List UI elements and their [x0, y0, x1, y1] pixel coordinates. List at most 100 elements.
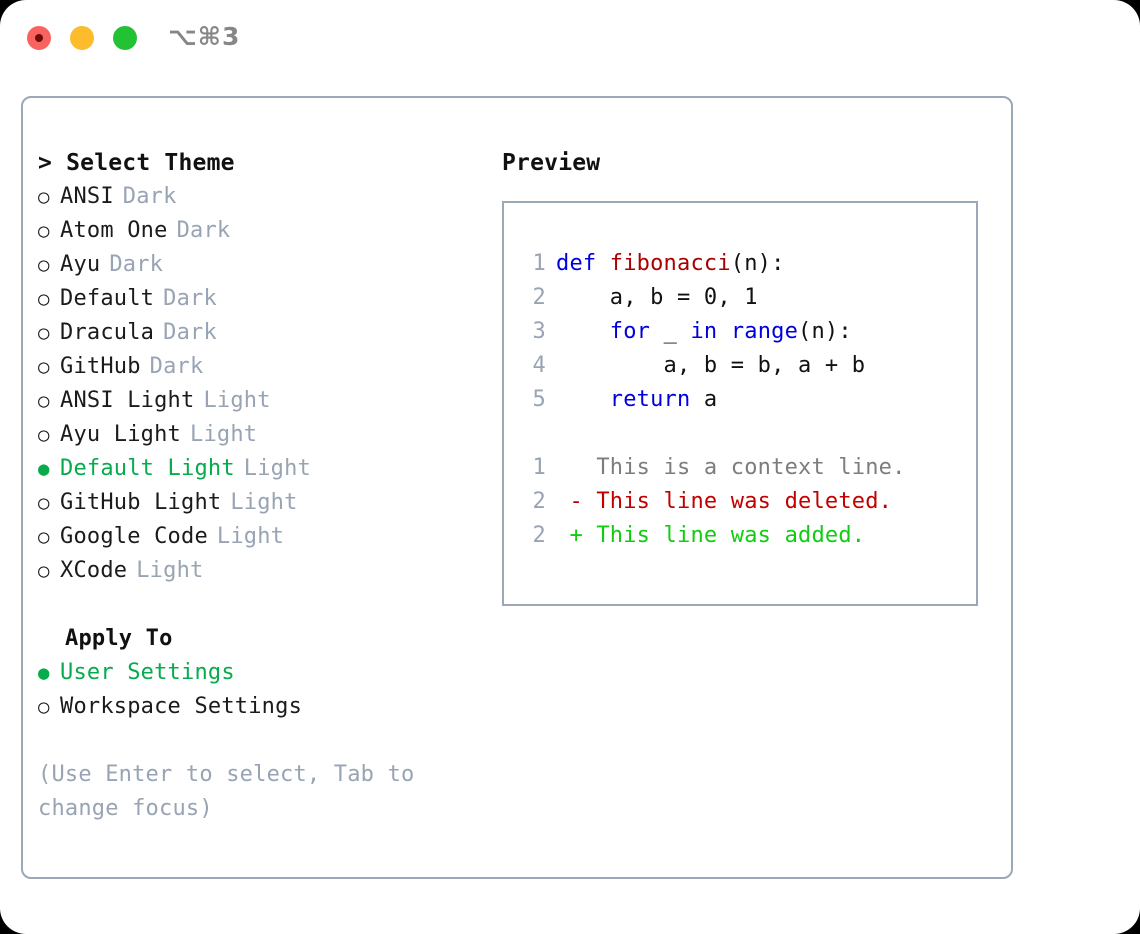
theme-variant-tag: Dark: [109, 252, 164, 277]
diff-line-number: 1: [532, 455, 546, 480]
select-theme-heading: > Select Theme: [38, 150, 235, 176]
code-line: 5 return a: [520, 383, 865, 417]
minimize-button-icon[interactable]: [70, 26, 94, 50]
code-line: 4 a, b = b, a + b: [520, 349, 866, 383]
section-spacer: [38, 588, 478, 622]
code-line-number: 3: [532, 319, 546, 344]
code-line-text: def fibonacci(n):: [556, 247, 785, 281]
theme-variant-tag: Light: [230, 490, 298, 515]
theme-option-xcode[interactable]: ○ XCode Light: [38, 554, 478, 588]
radio-unselected-icon: ○: [38, 424, 50, 446]
theme-variant-tag: Light: [136, 558, 204, 583]
diff-line-number: 2: [532, 523, 546, 548]
theme-option-label: Default Light: [60, 456, 235, 481]
theme-option-label: Ayu: [60, 252, 101, 277]
code-line-text: a, b = 0, 1: [556, 281, 758, 315]
theme-option-default[interactable]: ○ Default Dark: [38, 282, 478, 316]
code-line-number: 2: [532, 285, 546, 310]
code-token-punctuation: (n):: [730, 251, 785, 276]
apply-to-option-label: User Settings: [60, 660, 235, 685]
code-token-plain: [556, 387, 610, 412]
theme-variant-tag: Dark: [176, 218, 231, 243]
theme-option-label: Ayu Light: [60, 422, 182, 447]
diff-line-number: 2: [532, 489, 546, 514]
theme-option-label: Atom One: [60, 218, 168, 243]
code-line: 1 def fibonacci(n):: [520, 247, 865, 281]
code-token-punctuation: (n):: [798, 319, 852, 344]
theme-variant-tag: Light: [216, 524, 285, 549]
theme-option-github-light[interactable]: ○ GitHub Light Light: [38, 486, 478, 520]
theme-option-ansi-light[interactable]: ○ ANSI Light Light: [38, 384, 478, 418]
code-token-plain: a: [690, 387, 718, 412]
diff-line-text: This is a context line.: [556, 455, 906, 480]
radio-unselected-icon: ○: [38, 560, 50, 582]
theme-option-github[interactable]: ○ GitHub Dark: [38, 350, 478, 384]
theme-option-google-code[interactable]: ○ Google Code Light: [38, 520, 478, 554]
code-line-number: 5: [532, 387, 546, 412]
diff-sample: 1 This is a context line. 2 - This line w…: [520, 451, 906, 553]
radio-selected-icon: ●: [38, 662, 50, 684]
code-line-text: for _ in range(n):: [556, 315, 852, 349]
apply-to-option-workspace-settings[interactable]: ○Workspace Settings: [38, 690, 478, 724]
code-line-number: 1: [532, 251, 546, 276]
code-line: 3 for _ in range(n):: [520, 315, 865, 349]
diff-line-text: + This line was added.: [556, 523, 866, 548]
theme-option-label: GitHub Light: [60, 490, 222, 515]
radio-unselected-icon: ○: [38, 492, 50, 514]
theme-option-label: XCode: [60, 558, 128, 583]
theme-variant-tag: Dark: [149, 354, 204, 379]
radio-unselected-icon: ○: [38, 186, 50, 208]
theme-option-ansi[interactable]: ○ ANSI Dark: [38, 180, 478, 214]
code-token-plain: [717, 319, 730, 344]
theme-option-label: ANSI: [60, 184, 114, 209]
theme-variant-tag: Dark: [163, 286, 217, 311]
close-button-icon[interactable]: [27, 26, 51, 50]
apply-to-option-list: ● User Settings ○Workspace Settings: [38, 656, 478, 724]
theme-variant-tag: Light: [190, 422, 258, 447]
radio-unselected-icon: ○: [38, 356, 50, 378]
theme-variant-tag: Light: [203, 388, 271, 413]
theme-option-label: Default: [60, 286, 155, 311]
theme-variant-tag: Light: [243, 456, 312, 481]
code-line: 2 a, b = 0, 1: [520, 281, 865, 315]
radio-unselected-icon: ○: [38, 288, 50, 310]
theme-option-ayu-light[interactable]: ○ Ayu Light Light: [38, 418, 478, 452]
code-token-plain: a, b = 0, 1: [556, 285, 758, 310]
theme-option-ayu[interactable]: ○ Ayu Dark: [38, 248, 478, 282]
code-token-plain: _: [650, 319, 691, 344]
radio-unselected-icon: ○: [38, 526, 50, 548]
radio-unselected-icon: ○: [38, 390, 50, 412]
apply-to-option-label: Workspace Settings: [60, 694, 303, 719]
code-token-keyword: in: [690, 319, 718, 344]
theme-option-label: GitHub: [60, 354, 141, 379]
theme-option-label: ANSI Light: [60, 388, 195, 413]
maximize-button-icon[interactable]: [113, 26, 137, 50]
traffic-light-controls: [27, 26, 137, 50]
theme-option-default-light[interactable]: ● Default Light Light: [38, 452, 478, 486]
code-token-keyword: def: [556, 251, 610, 276]
radio-unselected-icon: ○: [38, 322, 50, 344]
diff-line: 2 - This line was deleted.: [520, 485, 906, 519]
code-line-number: 4: [532, 353, 546, 378]
code-line-text: a, b = b, a + b: [556, 349, 866, 383]
theme-variant-tag: Dark: [163, 320, 217, 345]
keyboard-shortcut-label: ⌥⌘3: [168, 22, 241, 51]
title-bar: ⌥⌘3: [0, 0, 1140, 78]
theme-option-label: Google Code: [60, 524, 208, 549]
apply-to-option-user-settings[interactable]: ● User Settings: [38, 656, 478, 690]
code-token-plain: a, b = b, a + b: [556, 353, 866, 378]
radio-selected-icon: ●: [38, 458, 50, 480]
preview-heading: Preview: [502, 150, 601, 176]
radio-unselected-icon: ○: [38, 254, 50, 276]
theme-variant-tag: Dark: [122, 184, 177, 209]
apply-to-heading: Apply To: [65, 626, 173, 651]
code-token-keyword: return: [609, 387, 691, 412]
code-token-plain: [556, 319, 610, 344]
